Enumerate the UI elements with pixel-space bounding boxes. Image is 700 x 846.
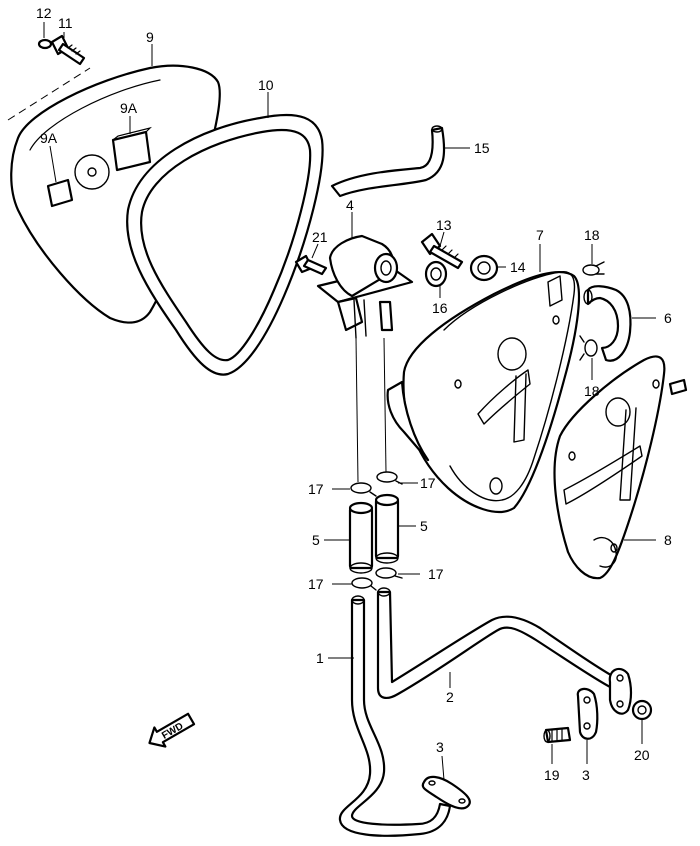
part-21-bolt [294,254,328,276]
callout-5-left: 5 [312,532,320,548]
callout-17-upper-left: 17 [308,481,324,497]
callout-1: 1 [316,650,324,666]
fwd-arrow-icon: FWD [148,712,196,748]
callout-18-bottom: 18 [584,383,600,399]
part-19-stud [543,726,572,744]
callout-4: 4 [346,197,354,213]
part-17-clamp-upper-left [350,482,377,497]
leader-13 [439,231,445,247]
part-3-gasket-right [576,687,599,740]
part-5-pipe-left [348,501,374,574]
callout-17-lower-left: 17 [308,576,324,592]
part-16-collar [424,260,448,288]
part-20-nut [631,699,653,721]
callout-7: 7 [536,227,544,243]
part-12-washer [37,38,53,50]
callout-3-bottom: 3 [436,739,444,755]
leader-9a-left [49,145,57,183]
part-5-pipe-right [374,493,400,564]
callout-21: 21 [312,229,328,245]
part-8-plate [553,355,688,580]
callout-12: 12 [36,5,52,21]
part-17-clamp-lower-right [375,567,403,579]
callout-3-right: 3 [582,767,590,783]
leader-pipe-left-vertical [355,337,359,483]
part-15-hose [330,125,446,198]
callout-17-upper-right: 17 [420,475,436,491]
part-17-clamp-lower-left [351,577,377,591]
fwd-label: FWD [160,721,185,742]
callout-19: 19 [544,767,560,783]
callout-13: 13 [436,217,452,233]
leader-3-bottom [441,755,445,781]
callout-9: 9 [146,29,154,45]
callout-10: 10 [258,77,274,93]
callout-16: 16 [432,300,448,316]
part-3-gasket-bottom [421,775,471,810]
leader-pipe-right-vertical [383,337,387,473]
part-13-bolt [420,232,464,270]
part-2-pipe [376,587,618,700]
leader-21 [311,243,319,259]
callout-20: 20 [634,747,650,763]
leader-9-dashed [7,67,91,121]
part-9a-grommet-right [111,126,152,172]
callout-17-lower-right: 17 [428,566,444,582]
part-2-end-flange [608,667,633,715]
part-14-grommet [469,254,499,282]
part-11-bolt [50,34,86,66]
callout-14: 14 [510,259,526,275]
part-18-clamp-top [582,261,605,276]
callout-8: 8 [664,532,672,548]
callout-9a-right: 9A [120,100,138,116]
callout-15: 15 [474,140,490,156]
callout-9a-left: 9A [40,130,58,146]
part-18-clamp-bottom [579,335,598,361]
callout-2: 2 [446,689,454,705]
callout-18-top: 18 [584,227,600,243]
callout-6: 6 [664,310,672,326]
callout-5-right: 5 [420,518,428,534]
callout-11: 11 [58,15,73,31]
part-17-clamp-upper-right [376,471,403,485]
part-7-case [386,270,581,513]
part-4-bracket [316,234,414,339]
part-6-hose [583,285,632,362]
part-10-seal-ring [126,113,324,376]
part-1-pipe [338,595,452,837]
part-9a-grommet-left [46,178,74,208]
